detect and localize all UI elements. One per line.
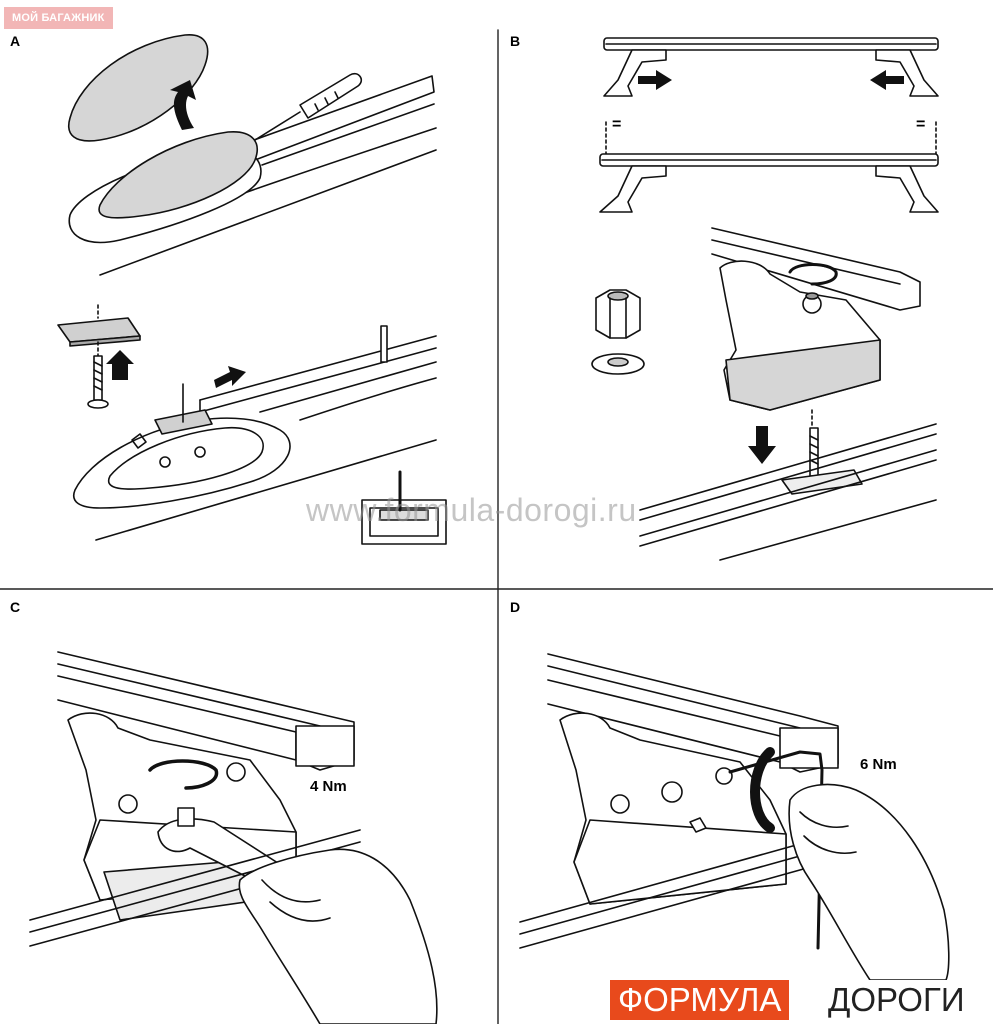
lift-arrow xyxy=(170,80,196,130)
up-arrow xyxy=(106,350,134,380)
end-cap-removed xyxy=(68,34,209,142)
foot-right-top xyxy=(875,49,939,97)
rotate-arrow xyxy=(148,759,219,790)
end-cap-installed xyxy=(98,131,258,219)
t-plate xyxy=(57,304,141,357)
brand-logo-part2: ДОРОГИ xyxy=(822,980,971,1020)
panel-label-d: D xyxy=(510,599,521,615)
panel-dividers xyxy=(0,29,993,1024)
equal-sign-left: = xyxy=(612,116,622,133)
panel-b-artwork xyxy=(591,37,939,561)
roof-rail-upper xyxy=(239,75,435,161)
torque-label-d: 6 Nm xyxy=(860,756,897,773)
brand-logo-part1: ФОРМУЛА xyxy=(610,980,790,1020)
panel-a-artwork xyxy=(57,34,447,545)
arrow-right xyxy=(638,70,672,90)
hand xyxy=(238,848,438,1024)
washer xyxy=(591,353,645,375)
screwdriver xyxy=(254,72,363,141)
nut xyxy=(595,289,641,339)
hand xyxy=(788,783,950,981)
slide-arrow xyxy=(214,366,246,388)
panel-label-a: A xyxy=(10,33,21,49)
arrow-left xyxy=(870,70,904,90)
rotate-arrow xyxy=(750,747,775,833)
panel-label-c: C xyxy=(10,599,21,615)
down-arrow xyxy=(748,426,776,464)
brand-logo: ФОРМУЛА ДОРОГИ xyxy=(610,980,990,1020)
panel-c-artwork xyxy=(29,651,438,1024)
equal-sign-right: = xyxy=(916,116,926,133)
t-slot-inset xyxy=(361,470,447,545)
panel-d-artwork xyxy=(519,653,950,981)
site-badge: МОЙ БАГАЖНИК xyxy=(4,7,113,29)
panel-label-b: B xyxy=(510,33,521,49)
foot-left-top xyxy=(603,49,667,97)
watermark: www.formula-dorogi.ru xyxy=(306,492,637,528)
torque-label-c: 4 Nm xyxy=(310,778,347,795)
rotate-arrow xyxy=(788,263,838,286)
t-bolt xyxy=(87,355,109,409)
